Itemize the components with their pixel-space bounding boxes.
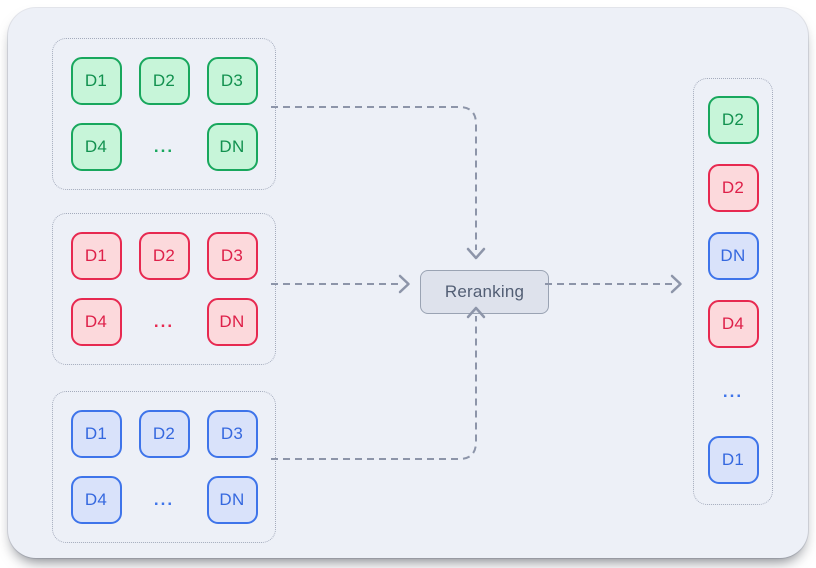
doc-box: DN bbox=[707, 232, 759, 280]
doc-box: D2 bbox=[707, 164, 759, 212]
ellipsis-label: ... bbox=[722, 382, 744, 401]
doc-box: D4 bbox=[70, 298, 122, 346]
ellipsis-label: ... bbox=[153, 312, 175, 331]
doc-box: D4 bbox=[707, 300, 759, 348]
diagram-canvas: D1 D2 D3 D4 ... DN D1 D2 D3 D4 ... DN D1… bbox=[8, 8, 808, 558]
doc-box: D2 bbox=[138, 410, 190, 458]
doc-box: D1 bbox=[707, 436, 759, 484]
doc-box: D2 bbox=[707, 96, 759, 144]
retrieval-group-green: D1 D2 D3 D4 ... DN bbox=[52, 38, 276, 190]
reranked-output-list: D2 D2 DN D4 ... D1 bbox=[693, 78, 773, 505]
retrieval-group-red: D1 D2 D3 D4 ... DN bbox=[52, 213, 276, 365]
doc-box: DN bbox=[206, 298, 258, 346]
doc-box: D1 bbox=[70, 410, 122, 458]
retrieval-group-blue: D1 D2 D3 D4 ... DN bbox=[52, 391, 276, 543]
doc-box: DN bbox=[206, 123, 258, 171]
ellipsis-label: ... bbox=[153, 137, 175, 156]
doc-box: D3 bbox=[206, 232, 258, 280]
doc-box: DN bbox=[206, 476, 258, 524]
doc-box: D1 bbox=[70, 57, 122, 105]
doc-box: D1 bbox=[70, 232, 122, 280]
doc-box: D3 bbox=[206, 57, 258, 105]
ellipsis-label: ... bbox=[153, 490, 175, 509]
doc-box: D3 bbox=[206, 410, 258, 458]
reranking-node: Reranking bbox=[420, 270, 549, 314]
reranking-label: Reranking bbox=[444, 282, 525, 301]
doc-box: D2 bbox=[138, 57, 190, 105]
doc-box: D4 bbox=[70, 476, 122, 524]
doc-box: D2 bbox=[138, 232, 190, 280]
doc-box: D4 bbox=[70, 123, 122, 171]
